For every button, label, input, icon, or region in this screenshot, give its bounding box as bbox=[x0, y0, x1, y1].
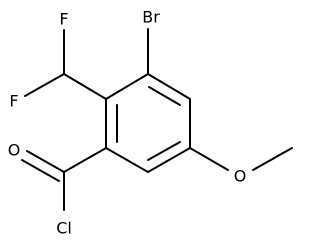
bond-ring-chf2 bbox=[63, 73, 107, 100]
atom-label-f-left: F bbox=[9, 92, 18, 111]
molecule-structure-diagram: F F Br O O Cl bbox=[8, 8, 293, 238]
atom-label-o-carbonyl: O bbox=[8, 141, 21, 160]
atom-label-br: Br bbox=[142, 8, 160, 27]
bond-c-o-double-a bbox=[26, 150, 65, 173]
bond-c-o-double-b bbox=[21, 159, 60, 182]
ring-bond-c3-c4 bbox=[147, 73, 191, 100]
bond-c-f-left bbox=[24, 73, 65, 97]
ring-bond-c3-c4-inner bbox=[148, 86, 181, 106]
bond-c-o-methoxy bbox=[189, 147, 229, 171]
atom-label-o-methoxy: O bbox=[234, 167, 247, 186]
atom-label-f-top: F bbox=[59, 10, 68, 29]
bond-o-ch3 bbox=[252, 147, 293, 171]
ring-bond-c2-c3 bbox=[105, 73, 149, 100]
ring-bond-c5-c6 bbox=[147, 147, 191, 173]
bond-lines bbox=[21, 28, 293, 211]
atom-label-cl: Cl bbox=[56, 219, 72, 238]
ring-bond-c6-c1 bbox=[105, 147, 149, 173]
bond-ring-carbonyl bbox=[63, 147, 107, 173]
atom-labels: F F Br O O Cl bbox=[8, 8, 247, 238]
ring-bond-c5-c6-inner bbox=[147, 141, 181, 161]
